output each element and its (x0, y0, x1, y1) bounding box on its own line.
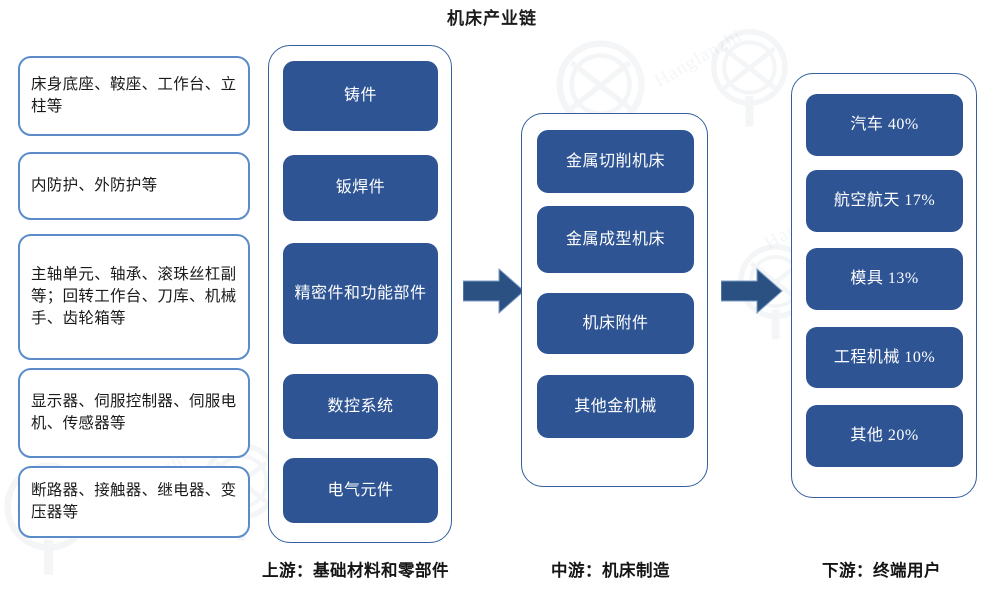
midstream-category-box-3[interactable]: 机床附件 (537, 293, 694, 354)
downstream-category-box-1[interactable]: 汽车 40% (806, 94, 963, 156)
upstream-detail-box-5: 断路器、接触器、继电器、变压器等 (18, 466, 250, 538)
watermark-logo-3 (711, 29, 799, 127)
downstream-category-box-2[interactable]: 航空航天 17% (806, 170, 963, 232)
upstream-category-box-4[interactable]: 数控系统 (283, 374, 438, 439)
midstream-category-box-4[interactable]: 其他金机械 (537, 375, 694, 438)
upstream-category-box-3[interactable]: 精密件和功能部件 (283, 243, 438, 344)
downstream-category-box-3[interactable]: 模具 13% (806, 248, 963, 310)
upstream-detail-box-2: 内防护、外防护等 (18, 152, 250, 220)
midstream-category-box-2[interactable]: 金属成型机床 (537, 206, 694, 273)
upstream-detail-box-4: 显示器、伺服控制器、伺服电机、传感器等 (18, 368, 250, 458)
upstream-category-box-2[interactable]: 钣焊件 (283, 155, 438, 221)
upstream-detail-box-3: 主轴单元、轴承、滚珠丝杠副等；回转工作台、刀库、机械手、齿轮箱等 (18, 234, 250, 360)
downstream-category-box-5[interactable]: 其他 20% (806, 405, 963, 467)
upstream-category-box-5[interactable]: 电气元件 (283, 458, 438, 523)
midstream-category-box-1[interactable]: 金属切削机床 (537, 130, 694, 193)
page-title: 机床产业链 (447, 9, 537, 28)
upstream-category-box-1[interactable]: 铸件 (283, 61, 438, 131)
arrow-upstream-to-midstream-icon (463, 268, 525, 314)
caption-downstream: 下游：终端用户 (822, 561, 941, 580)
caption-midstream: 中游：机床制造 (551, 561, 670, 580)
downstream-category-box-4[interactable]: 工程机械 10% (806, 327, 963, 388)
upstream-detail-box-1: 床身底座、鞍座、工作台、立柱等 (18, 56, 250, 136)
watermark-text-1: Hanglanzhi (651, 25, 747, 93)
caption-upstream: 上游：基础材料和零部件 (262, 561, 449, 580)
arrow-midstream-to-downstream-icon (721, 268, 783, 314)
